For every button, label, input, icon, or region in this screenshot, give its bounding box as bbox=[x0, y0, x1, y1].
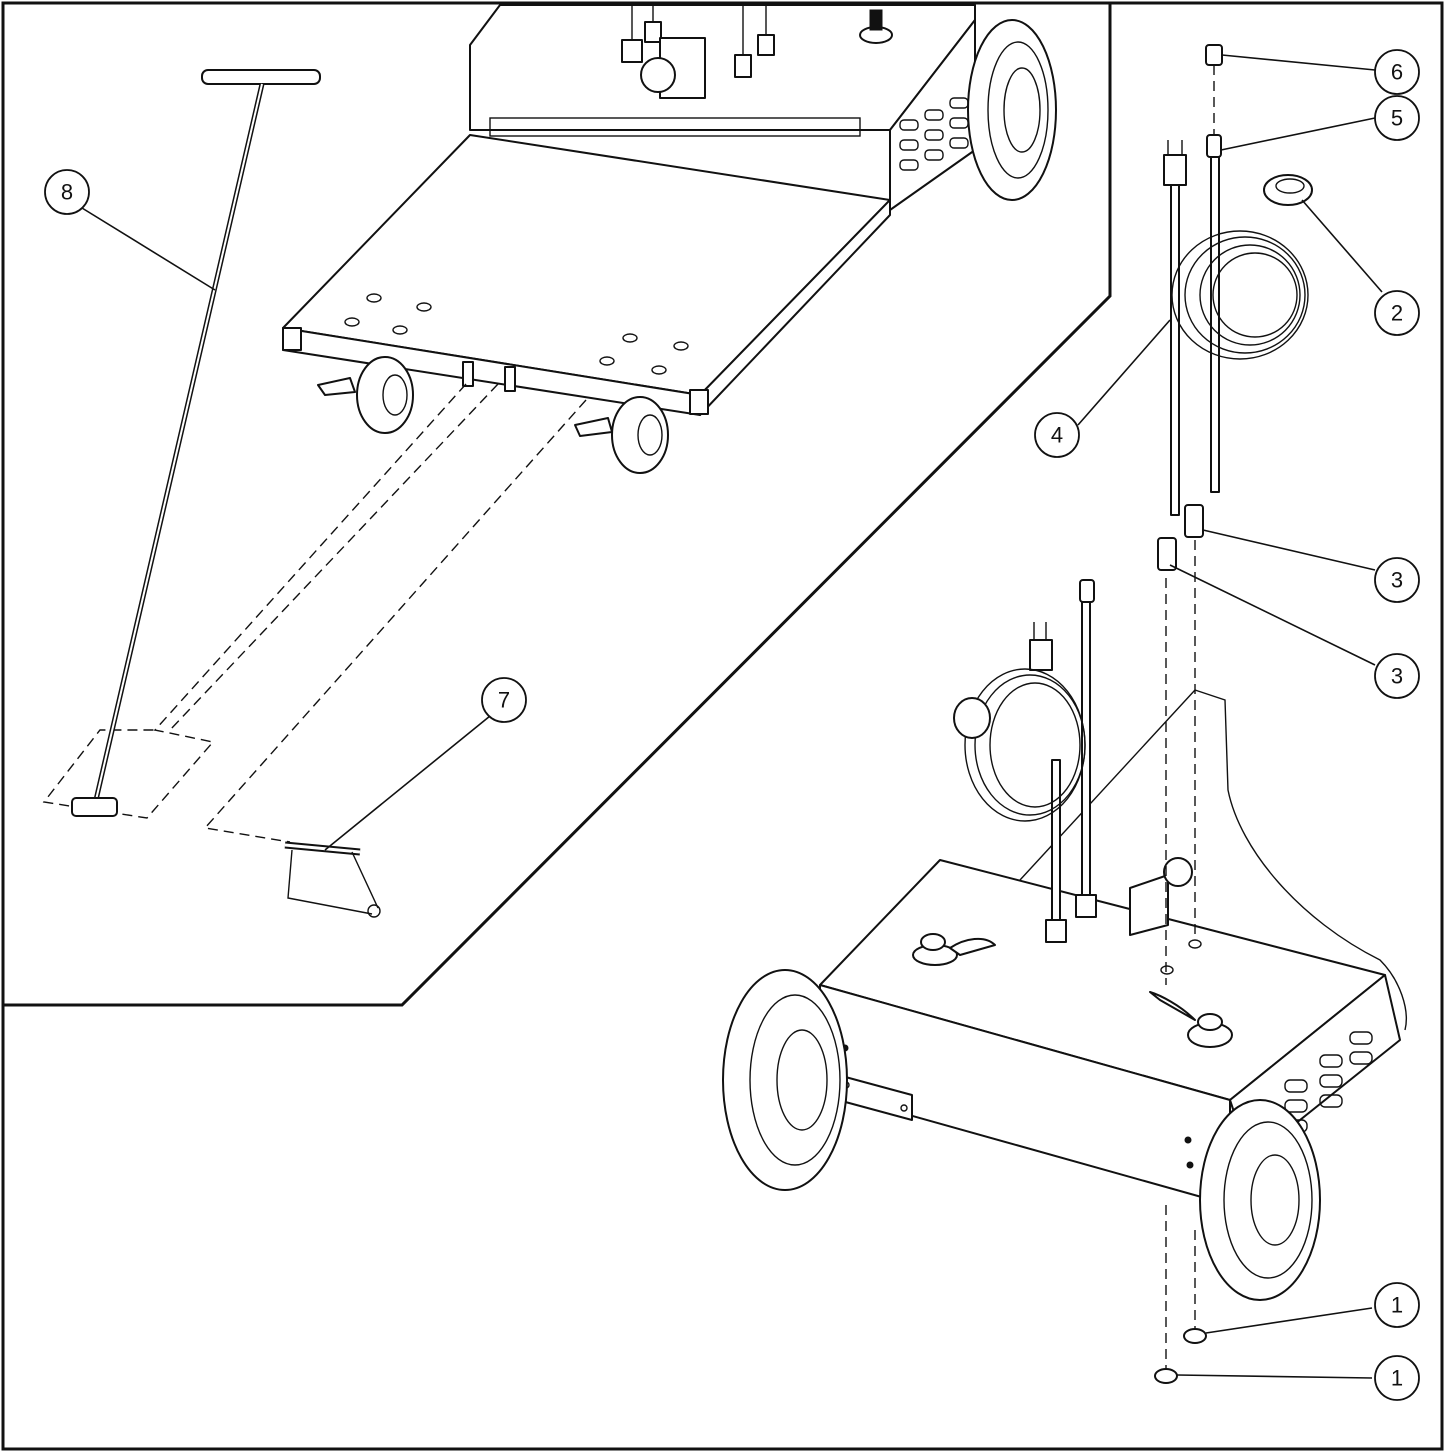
callout-7-label: 7 bbox=[498, 688, 510, 713]
callout-2: 2 bbox=[1374, 290, 1420, 336]
t-handle-part bbox=[71, 69, 321, 817]
pin-clip-part bbox=[284, 841, 381, 918]
callout-8: 8 bbox=[44, 169, 90, 215]
inset-panel-border bbox=[3, 3, 1112, 1007]
leader-lines bbox=[81, 54, 1383, 1379]
callout-7: 7 bbox=[481, 677, 527, 723]
callout-5-label: 5 bbox=[1391, 106, 1403, 131]
callout-1a: 1 bbox=[1374, 1282, 1420, 1328]
callout-4: 4 bbox=[1034, 412, 1080, 458]
callout-8-label: 8 bbox=[61, 180, 73, 205]
callout-4-label: 4 bbox=[1051, 423, 1063, 448]
callout-3b-label: 3 bbox=[1391, 664, 1403, 689]
callout-1b: 1 bbox=[1374, 1355, 1420, 1401]
callout-1a-label: 1 bbox=[1391, 1293, 1403, 1318]
callout-6-label: 6 bbox=[1391, 60, 1403, 85]
main-cart-assembly bbox=[722, 540, 1407, 1372]
callout-1b-label: 1 bbox=[1391, 1366, 1403, 1391]
inset-platform-detail bbox=[42, 4, 1057, 843]
callout-3a: 3 bbox=[1374, 557, 1420, 603]
callout-5: 5 bbox=[1374, 95, 1420, 141]
callout-6: 6 bbox=[1374, 49, 1420, 95]
exploded-hose-kit bbox=[1154, 44, 1313, 1384]
callout-2-label: 2 bbox=[1391, 301, 1403, 326]
callout-3a-label: 3 bbox=[1391, 568, 1403, 593]
callout-3b: 3 bbox=[1374, 653, 1420, 699]
